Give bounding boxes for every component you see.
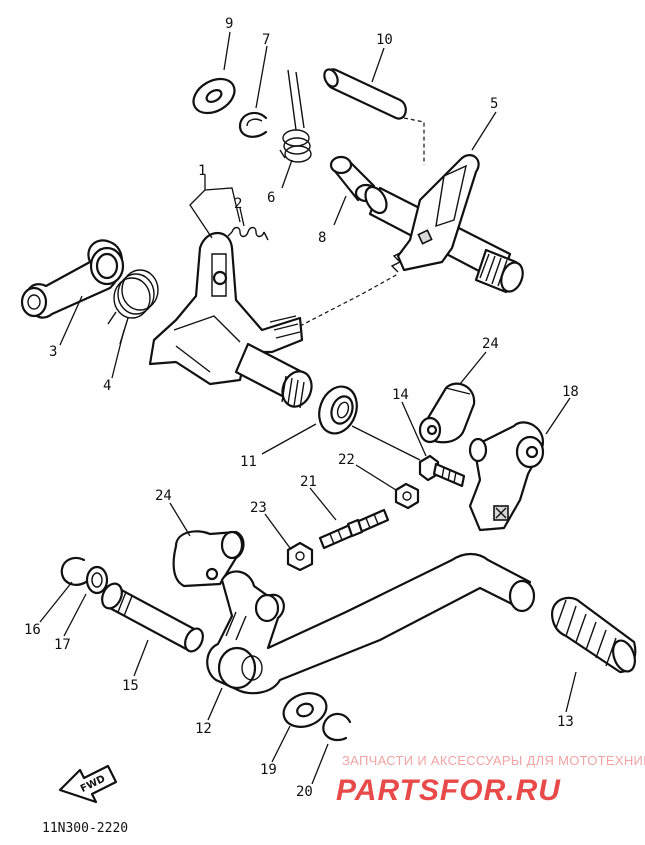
nut-part-23	[286, 541, 314, 572]
circlip-part-16	[60, 556, 88, 586]
callout-10: 10	[376, 32, 393, 48]
callout-5: 5	[490, 96, 498, 112]
callout-6: 6	[267, 190, 275, 206]
callout-15: 15	[122, 678, 139, 694]
callout-24-upper: 24	[482, 336, 499, 352]
callout-9: 9	[225, 16, 233, 32]
adjuster-rod-part-21	[318, 508, 390, 550]
pin-part-10	[323, 68, 407, 120]
callout-4: 4	[103, 378, 111, 394]
watermark-logo: PARTSFOR.RU	[336, 774, 561, 807]
oil-seal-part-11	[318, 385, 358, 435]
spring-part-4	[107, 269, 159, 345]
callout-8: 8	[318, 230, 326, 246]
callout-13: 13	[557, 714, 574, 730]
callout-leaders	[39, 31, 577, 785]
callout-7: 7	[262, 32, 270, 48]
spring-part-2	[227, 226, 269, 241]
callout-1: 1	[198, 163, 206, 179]
callout-14: 14	[392, 387, 409, 403]
callout-19: 19	[260, 762, 277, 778]
nut-part-22	[394, 482, 420, 510]
circlip-part-7	[238, 111, 268, 138]
washer-part-9	[192, 77, 236, 115]
circlip-part-20	[322, 712, 352, 742]
bolt-part-14	[418, 454, 466, 488]
rod-end-part-24-lower	[172, 530, 245, 588]
callout-24-lower: 24	[155, 488, 172, 504]
callout-12: 12	[195, 721, 212, 737]
spring-part-6	[279, 69, 312, 163]
callout-11: 11	[240, 454, 257, 470]
callout-22: 22	[338, 452, 355, 468]
callout-23: 23	[250, 500, 267, 516]
washer-part-17	[85, 565, 109, 595]
callout-3: 3	[49, 344, 57, 360]
callout-16: 16	[24, 622, 41, 638]
callout-numbers: 1 2 3 4 5 6 7 8 9 10 11 12 13 14 15 16 1…	[24, 16, 579, 800]
watermark-caption: ЗАПЧАСТИ И АКСЕССУАРЫ ДЛЯ МОТОТЕХНИКИ	[342, 753, 645, 768]
pedal-rubber-part-13	[551, 596, 637, 674]
shift-arm-part-18	[468, 421, 545, 532]
rod-end-part-24-upper	[418, 382, 476, 444]
forward-arrow-icon: FWD	[58, 764, 118, 804]
callout-20: 20	[296, 784, 313, 800]
shift-arm-assembly-part-1	[148, 232, 313, 409]
shift-shaft-part-5	[364, 154, 524, 294]
stopper-lever-part-3	[20, 239, 125, 319]
washer-part-19	[282, 692, 328, 728]
shift-pedal-part-12	[206, 552, 536, 695]
callout-18: 18	[562, 384, 579, 400]
drawing-code: 11N300-2220	[42, 821, 128, 836]
callout-17: 17	[54, 637, 71, 653]
callout-2: 2	[234, 196, 242, 212]
pivot-pin-part-15	[101, 582, 204, 653]
callout-21: 21	[300, 474, 317, 490]
